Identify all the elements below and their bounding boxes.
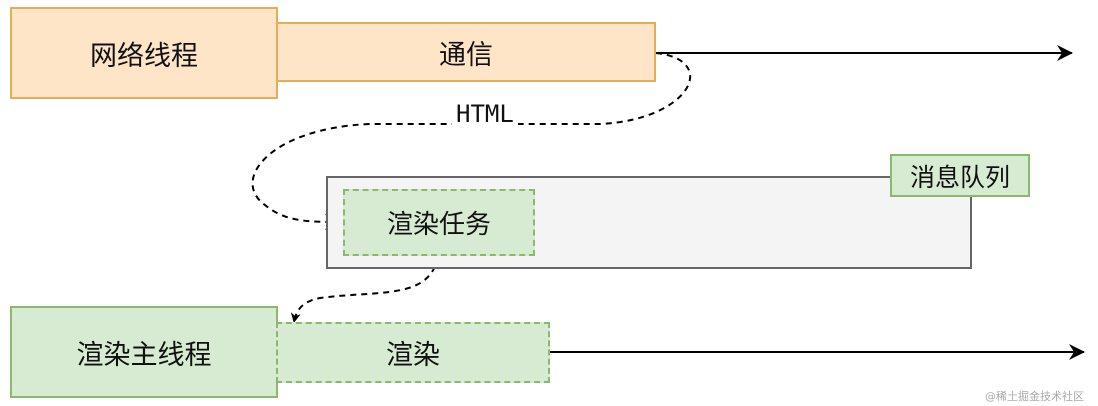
render-main-thread-node: 渲染主线程: [10, 306, 278, 398]
watermark-text: @稀土掘金技术社区: [985, 390, 1084, 403]
render-task-node: 渲染任务: [343, 189, 535, 256]
task-to-render-dashed-edge: [290, 255, 439, 323]
message-queue-title: 消息队列: [890, 154, 1030, 197]
network-thread-label: 网络线程: [90, 40, 198, 72]
message-queue-label: 消息队列: [909, 162, 1010, 192]
render-main-thread-label: 渲染主线程: [76, 339, 212, 371]
network-thread-node: 网络线程: [10, 7, 278, 99]
render-timeline-label: 渲染: [386, 340, 440, 371]
communication-task-node: 通信: [276, 22, 656, 82]
html-dashed-edge: [251, 52, 691, 230]
html-edge-label: HTML: [452, 100, 518, 128]
communication-task-label: 通信: [439, 39, 493, 71]
render-task-timeline-node: 渲染: [276, 322, 550, 383]
render-task-label: 渲染任务: [386, 210, 491, 240]
